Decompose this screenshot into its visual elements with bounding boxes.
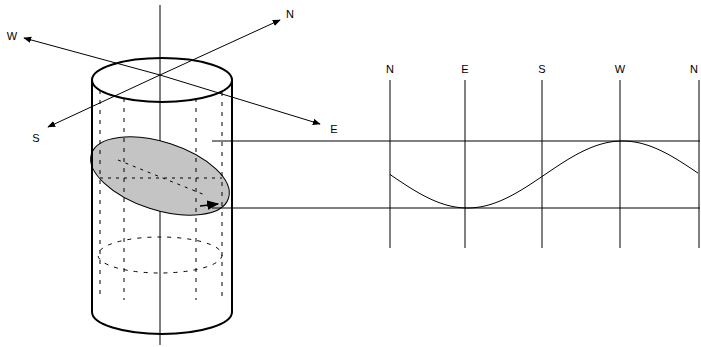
grid-line <box>390 80 391 248</box>
grid-line <box>620 80 621 248</box>
plane-ellipse <box>81 121 239 230</box>
sine-trace <box>390 141 698 208</box>
grid-line <box>542 80 543 248</box>
direction-label: W <box>615 63 625 75</box>
dip-arrow <box>200 204 218 206</box>
grid-line <box>465 80 466 248</box>
grid-line <box>699 80 700 248</box>
compass-arrow <box>160 20 280 75</box>
compass-arrow <box>24 38 160 75</box>
direction-label: S <box>538 63 545 75</box>
inner-wall <box>222 92 223 300</box>
direction-label: S <box>32 132 39 144</box>
inner-ellipse <box>98 237 222 273</box>
inner-wall <box>100 90 101 300</box>
direction-label: N <box>690 63 698 75</box>
direction-label: W <box>7 30 17 42</box>
direction-label: N <box>286 8 294 20</box>
plane-hatch <box>100 160 222 195</box>
compass-arrow <box>160 75 320 124</box>
direction-label: E <box>461 63 468 75</box>
cylinder-wall <box>91 80 93 312</box>
direction-label: N <box>386 63 394 75</box>
projection-line <box>212 208 700 209</box>
cylinder-wall <box>231 80 233 312</box>
compass-arrow <box>48 75 160 127</box>
cylinder-bottom <box>92 312 232 334</box>
direction-label: E <box>330 123 337 135</box>
cylinder-top <box>92 58 232 102</box>
